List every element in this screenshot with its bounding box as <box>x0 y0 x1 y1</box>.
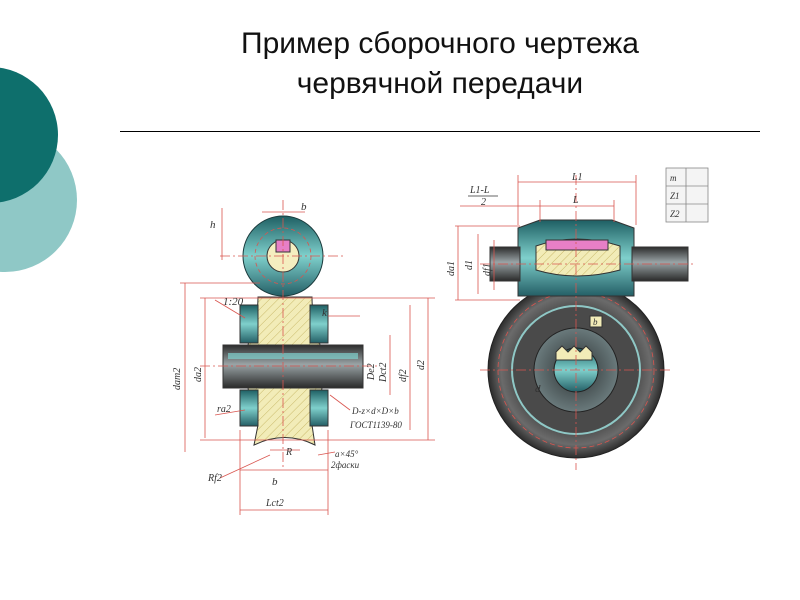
spline-teeth <box>555 345 593 361</box>
worm-key <box>545 239 609 251</box>
table-cell-m: m <box>670 173 677 183</box>
hub-left-lower-block <box>239 389 259 427</box>
label-d: d <box>535 383 541 395</box>
label-da2: da2 <box>193 367 204 382</box>
label-taper: 1:20 <box>223 296 244 308</box>
label-b-top: b <box>301 201 307 213</box>
label-rf2: Rf2 <box>207 473 222 484</box>
slide-title-line-1: Пример сборочного чертежа <box>241 27 639 60</box>
label-d1: d1 <box>464 260 475 270</box>
label-d2: d2 <box>416 360 427 370</box>
shaft-highlight <box>228 353 358 359</box>
hub-right-block <box>309 304 329 344</box>
label-r: R <box>285 447 292 458</box>
table-cell-z1: Z1 <box>670 191 680 201</box>
decoration-circle-dark <box>0 67 58 203</box>
label-chamfer: a×45° <box>335 449 359 459</box>
label-l: L <box>572 195 579 206</box>
label-ra2: ra2 <box>217 404 231 415</box>
hub-right-lower-block <box>309 389 329 427</box>
label-da1: da1 <box>446 261 457 276</box>
label-two: 2 <box>481 197 486 208</box>
label-spline: D-z×d×D×b <box>351 406 399 416</box>
wheel-web-section <box>247 296 321 346</box>
label-b-bottom: b <box>272 476 278 488</box>
label-df2: df2 <box>398 369 409 382</box>
label-gost: ГОСТ1139-80 <box>349 420 402 430</box>
slide-title-line-2: червячной передачи <box>296 67 584 100</box>
hub-left-block <box>239 304 259 344</box>
label-l1-minus-l: L1-L <box>469 185 490 196</box>
label-k: k <box>322 307 328 319</box>
label-l1: L1 <box>571 172 583 183</box>
wheel-front-view: b d L1 L1-L 2 <box>446 172 695 470</box>
label-de2: De2 <box>366 363 377 381</box>
front-dimension-lines <box>455 175 637 301</box>
table-cell-z2: Z2 <box>670 209 680 219</box>
label-b-box-text: b <box>593 317 598 327</box>
slide-title: Пример сборочного чертежа червячной пере… <box>120 24 760 104</box>
label-lct2: Lct2 <box>265 498 284 509</box>
label-b-box <box>589 315 603 328</box>
label-df1: df1 <box>482 263 493 276</box>
parameter-table: m Z1 Z2 <box>665 167 709 223</box>
title-underline <box>120 131 760 132</box>
label-dam2: dam2 <box>172 368 183 390</box>
wheel-dimension-lines <box>180 208 435 515</box>
wheel-section-view: h b 1:20 k dam2 da2 Dct2 De2 df2 d2 ra2 … <box>172 200 435 515</box>
wheel-shaft <box>222 344 364 389</box>
label-dct2: Dct2 <box>378 363 389 383</box>
label-h: h <box>210 219 216 231</box>
label-chamfer-note: 2фаски <box>331 460 360 470</box>
